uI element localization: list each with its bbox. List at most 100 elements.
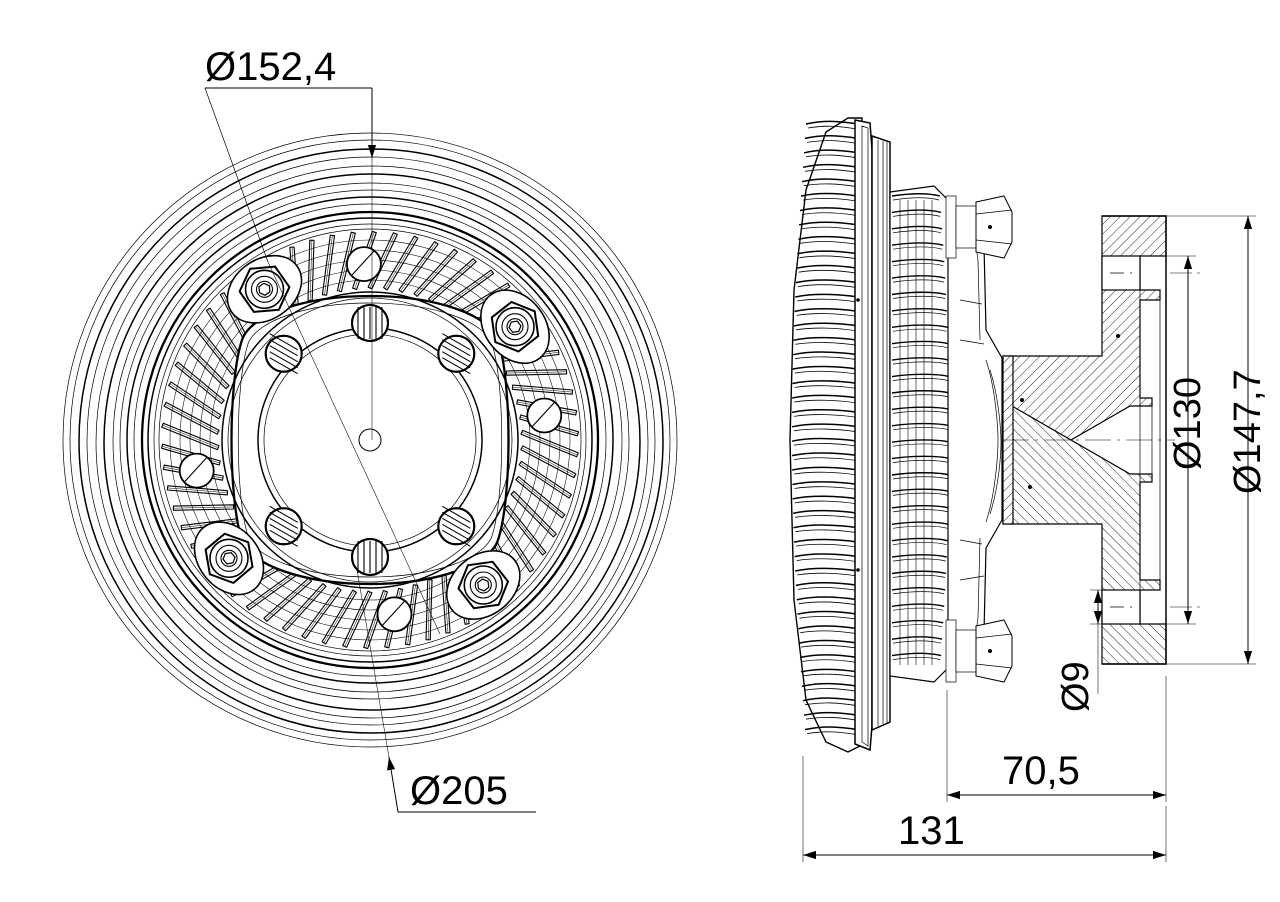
side-inner-fin [891,275,946,279]
side-inner-fin-shadow [892,657,941,660]
fin-rib [247,572,297,609]
side-fin-shadow [795,342,858,346]
fin-rib [429,260,475,301]
side-inner-fin [891,357,949,361]
side-fin [792,495,859,500]
side-fin-shadow [793,428,858,433]
front-stud-holes [178,246,563,633]
side-inner-fin-shadow [892,558,946,562]
side-inner-fin-shadow [892,460,949,463]
side-fin [792,365,859,370]
side-fin [792,394,859,399]
front-fin-inner-rings [147,217,593,663]
side-fin-shadow [801,644,858,649]
side-inner-fin-shadow [892,427,950,431]
side-fin [799,654,859,659]
bolt-washer-ring [220,549,238,567]
bolt-washer-ring [474,576,492,594]
hub-screw-hole-edge [264,334,303,373]
fin-rib [521,432,578,456]
side-fin-shadow [802,659,858,663]
stud-hole [345,246,382,283]
side-fin-shadow [806,140,858,144]
hub-screw-slot [269,345,298,363]
hub-screw-slot [442,517,471,535]
side-fin-shadow [795,543,858,548]
hub-screw-slot [269,339,298,357]
fin-rib [173,506,234,509]
hub-screw-slot [269,333,298,351]
side-fin-shadow [797,284,858,288]
d147-label: Ø147,7 [1227,369,1269,494]
side-fin-shadow [798,601,858,606]
side-fin [791,423,859,428]
hub-screw-slot [442,511,471,529]
hub-screw-slot [269,529,298,547]
side-fin [791,409,859,414]
stud-hole-mark [382,600,405,626]
side-fin-shadow [795,356,858,361]
d152-leader-left [204,87,269,263]
fin-rib [303,588,340,638]
side-fin [798,235,859,241]
side-inner-fin [891,570,947,575]
side-fin-shadow [806,731,858,735]
hub-screw-slot [269,357,298,375]
side-inner-fin-shadow [892,542,947,546]
bolt-washer-ring [255,280,274,298]
side-fin-shadow [797,587,858,591]
side-fin [792,380,859,385]
side-inner-fin [891,193,941,197]
side-fin-shadow [799,255,858,260]
fin-rib [415,250,457,296]
bolt-washer-ring [506,318,524,336]
fin-rib [400,242,437,292]
side-fin-shadow [794,471,858,476]
side-inner-fin [891,619,944,624]
d152-label: Ø152,4 [205,45,336,89]
side-inner-fin-shadow [892,213,941,217]
side-fin [793,322,859,327]
side-mounting-flange-section [1002,215,1200,665]
hub-screw-slot [269,517,298,535]
side-inner-fin [891,586,946,591]
bolt-washer-ring [244,269,285,310]
side-fin-shadow [794,370,858,375]
side-fin-shadow [799,616,858,620]
side-fin [802,163,859,169]
bolt-socket [222,551,236,565]
side-fin [793,524,859,529]
hub-screw-slot [442,357,471,375]
side-fin-shadow [794,486,858,490]
hub-screw-slot [442,345,471,363]
fin-rib [283,584,325,630]
hub-screw-slot [442,351,471,369]
side-inner-fin [891,488,950,493]
hub-plain-hole-edge [351,304,389,342]
side-fin-shadow [803,183,858,188]
side-fin-shadow [793,443,858,447]
side-fin [800,668,859,673]
side-fin-shadow [802,197,858,202]
fin-rib [506,506,545,554]
side-fin [793,336,859,342]
bolt-washer-ring [215,544,243,572]
side-inner-fin [891,340,949,345]
side-fin-shadow [794,385,858,389]
side-inner-fin-shadow [892,263,944,267]
fin-rib [506,371,567,374]
side-view [789,117,1200,753]
hub-screw-slot [269,351,298,369]
side-fin-shadow [795,327,858,332]
side-fin [803,711,859,716]
side-inner-fin-shadow [892,197,940,201]
side-fin-shadow [797,298,858,303]
side-fin [791,452,859,457]
side-inner-fin-shadow [892,230,942,234]
fin-rib [176,363,224,403]
side-fin [791,437,859,442]
hub-plain-hole-edge [351,538,389,576]
side-inner-fin-shadow [892,640,942,644]
side-inner-fin [891,521,949,525]
side-fin [798,221,859,226]
